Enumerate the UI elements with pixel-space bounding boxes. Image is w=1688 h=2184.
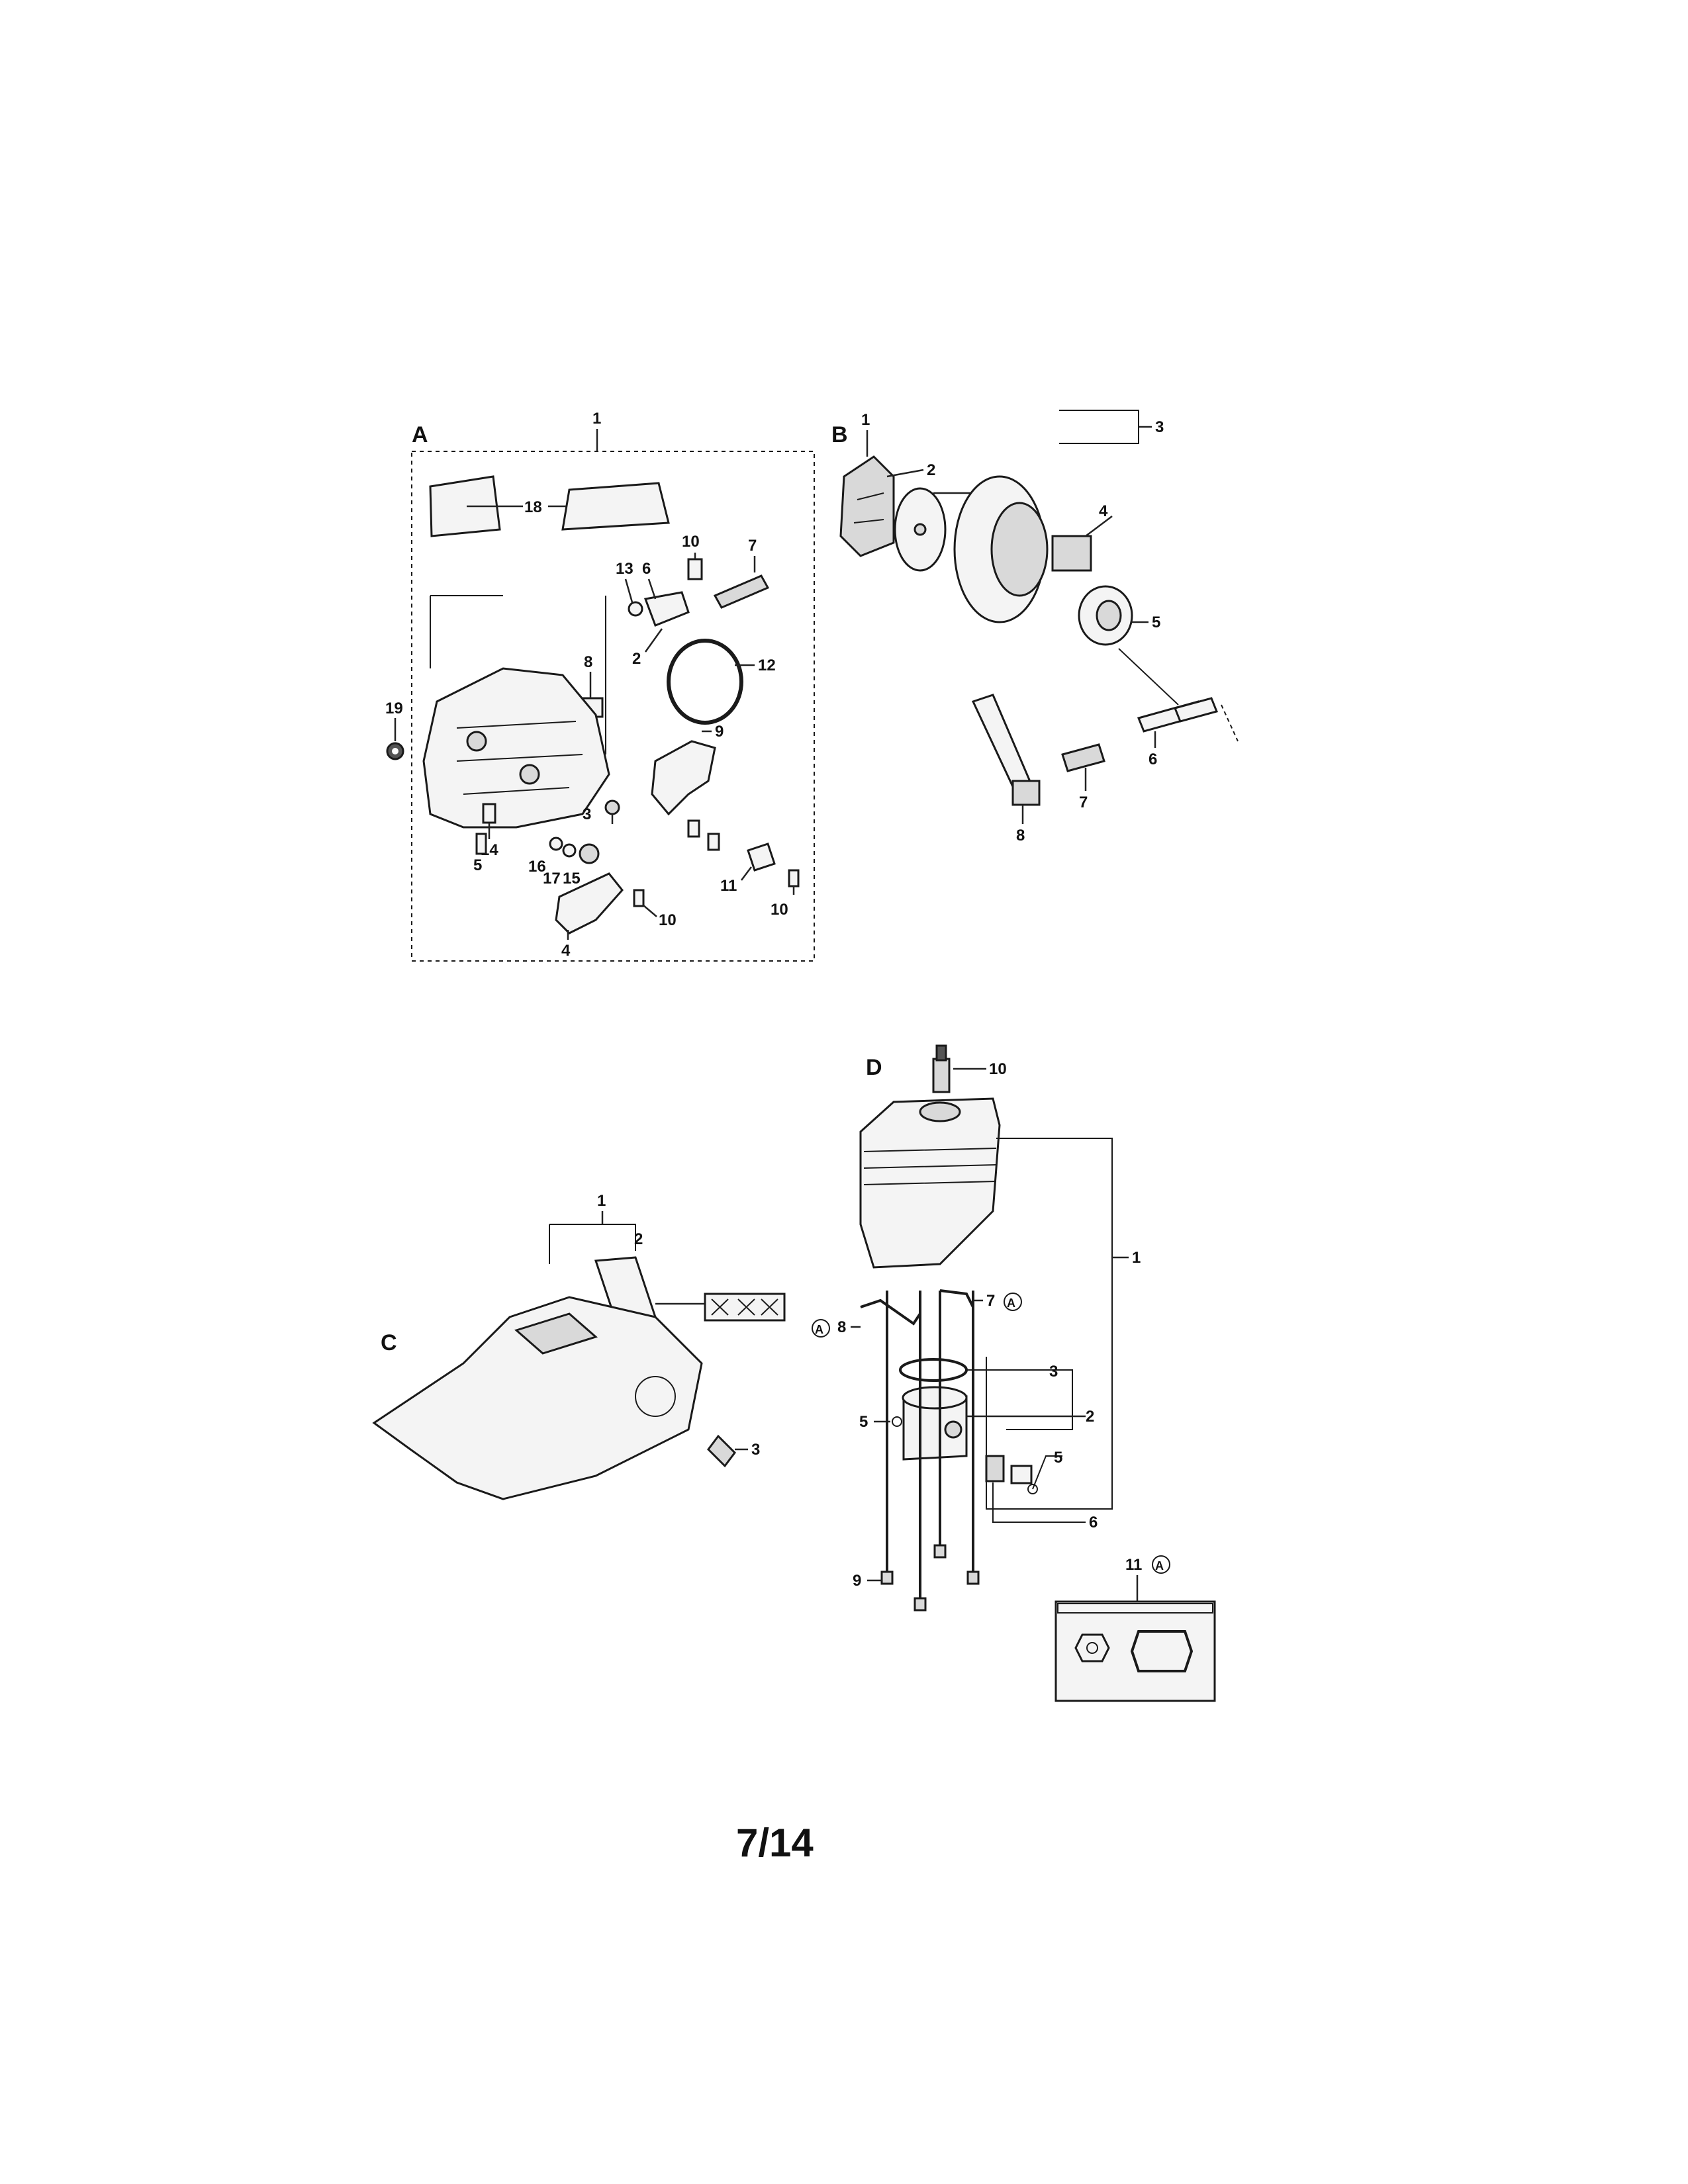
washer-16 xyxy=(549,837,563,851)
label-a-9: 9 xyxy=(715,723,724,741)
pin-13 xyxy=(628,601,643,617)
label-a-6: 6 xyxy=(642,560,651,578)
label-b-2: 2 xyxy=(927,461,935,479)
label-c-1: 1 xyxy=(597,1192,606,1210)
spark-plug-10 xyxy=(932,1058,951,1093)
screw-10-right xyxy=(788,869,800,887)
label-a-2: 2 xyxy=(632,650,641,668)
label-a-5: 5 xyxy=(473,856,482,874)
clip-7 xyxy=(939,1289,974,1308)
label-b-8: 8 xyxy=(1016,827,1025,844)
gasket-kit-11 xyxy=(1055,1600,1216,1702)
piston-ring-3 xyxy=(899,1358,968,1382)
screw-10-bottom xyxy=(633,889,645,907)
label-d-1: 1 xyxy=(1132,1249,1141,1267)
label-b-1: 1 xyxy=(861,411,870,429)
label-d-5-left: 5 xyxy=(859,1413,868,1431)
label-d-6: 6 xyxy=(1089,1514,1098,1531)
label-a-11: 11 xyxy=(720,877,737,895)
svg-text:A: A xyxy=(815,1323,823,1336)
section-a-chain-brake-assembly: A 1 18 10 7 13 6 2 12 8 xyxy=(385,410,815,962)
warning-decal xyxy=(704,1293,786,1322)
chain-brake-outline xyxy=(430,595,606,754)
label-d-5-right: 5 xyxy=(1054,1449,1062,1467)
screw-5 xyxy=(475,833,487,855)
lever-6 xyxy=(643,591,690,627)
section-c-cylinder-cover: C 1 2 3 xyxy=(372,1192,786,1500)
screw-14 xyxy=(482,803,496,824)
label-d-11: 11 xyxy=(1125,1556,1142,1574)
cylinder-cover-shell xyxy=(372,1296,703,1500)
label-a-19: 19 xyxy=(385,700,403,717)
label-d-10: 10 xyxy=(989,1060,1007,1078)
cover-4 xyxy=(555,872,624,934)
decal-right xyxy=(561,482,670,531)
label-a-12: 12 xyxy=(758,657,776,674)
muffler-gasket xyxy=(1130,1630,1194,1672)
label-a-4: 4 xyxy=(561,942,571,960)
label-b-7: 7 xyxy=(1079,794,1088,811)
label-a-17: 17 xyxy=(543,870,561,887)
label-a-15: 15 xyxy=(563,870,581,887)
screw-right-a xyxy=(687,819,700,838)
label-d-8: 8 xyxy=(837,1318,846,1336)
section-a-kit-boundary xyxy=(411,451,815,962)
label-b-6: 6 xyxy=(1149,751,1157,768)
clip-11 xyxy=(747,842,776,872)
label-a-7: 7 xyxy=(748,537,757,555)
label-a-3: 3 xyxy=(583,805,591,823)
section-b-clutch-assembly: B 1 2 9 3 4 5 6 7 8 xyxy=(831,410,1239,844)
label-b-5: 5 xyxy=(1152,614,1160,631)
label-b-3: 3 xyxy=(1155,418,1164,436)
label-a-16: 16 xyxy=(528,858,546,876)
section-b-letter: B xyxy=(831,422,848,447)
label-a-10-top: 10 xyxy=(682,533,700,551)
label-a-10-bottom: 10 xyxy=(659,911,677,929)
nut-15 xyxy=(579,843,600,864)
section-d-cylinder-piston-kit: D 10 1 7 A 8 A 3 2 xyxy=(812,1044,1216,1702)
svg-text:A: A xyxy=(1155,1559,1164,1572)
label-d-3: 3 xyxy=(1049,1363,1058,1381)
label-a-13: 13 xyxy=(616,560,633,578)
label-a-1: 1 xyxy=(592,410,601,428)
pump-block-8 xyxy=(1011,780,1041,806)
label-d-7: 7 xyxy=(986,1292,995,1310)
chain-guard-9 xyxy=(651,740,716,816)
clip-8 xyxy=(860,1298,921,1326)
bearing-4 xyxy=(1051,535,1092,572)
sleeve-7 xyxy=(1061,743,1105,772)
clutch-shoe-1 xyxy=(839,455,895,557)
screw-10 xyxy=(687,558,703,580)
needle-bearing-6 xyxy=(985,1455,1005,1482)
label-d-9: 9 xyxy=(853,1572,861,1590)
label-a-8: 8 xyxy=(584,653,592,671)
label-a-10-right: 10 xyxy=(771,901,788,919)
spring-7 xyxy=(713,574,770,609)
svg-text:A: A xyxy=(1007,1297,1015,1310)
decal-left xyxy=(429,475,501,537)
label-a-18: 18 xyxy=(524,498,542,516)
washer-3 xyxy=(604,799,620,815)
page-number: 7/14 xyxy=(736,1821,814,1865)
label-c-3: 3 xyxy=(751,1441,760,1459)
intake-gasket xyxy=(1074,1633,1110,1662)
clip-3 xyxy=(707,1434,736,1468)
section-d-letter: D xyxy=(866,1055,882,1080)
brake-band-12 xyxy=(667,639,743,725)
screw-right-b xyxy=(707,833,720,851)
section-a-letter: A xyxy=(412,422,428,447)
washer-17 xyxy=(562,843,577,858)
wrist-pin xyxy=(1010,1465,1033,1484)
label-d-2: 2 xyxy=(1086,1408,1094,1426)
chain-brake-housing xyxy=(422,667,610,829)
label-c-2: 2 xyxy=(634,1230,643,1248)
section-c-letter: C xyxy=(381,1330,397,1355)
label-b-4: 4 xyxy=(1099,502,1108,520)
